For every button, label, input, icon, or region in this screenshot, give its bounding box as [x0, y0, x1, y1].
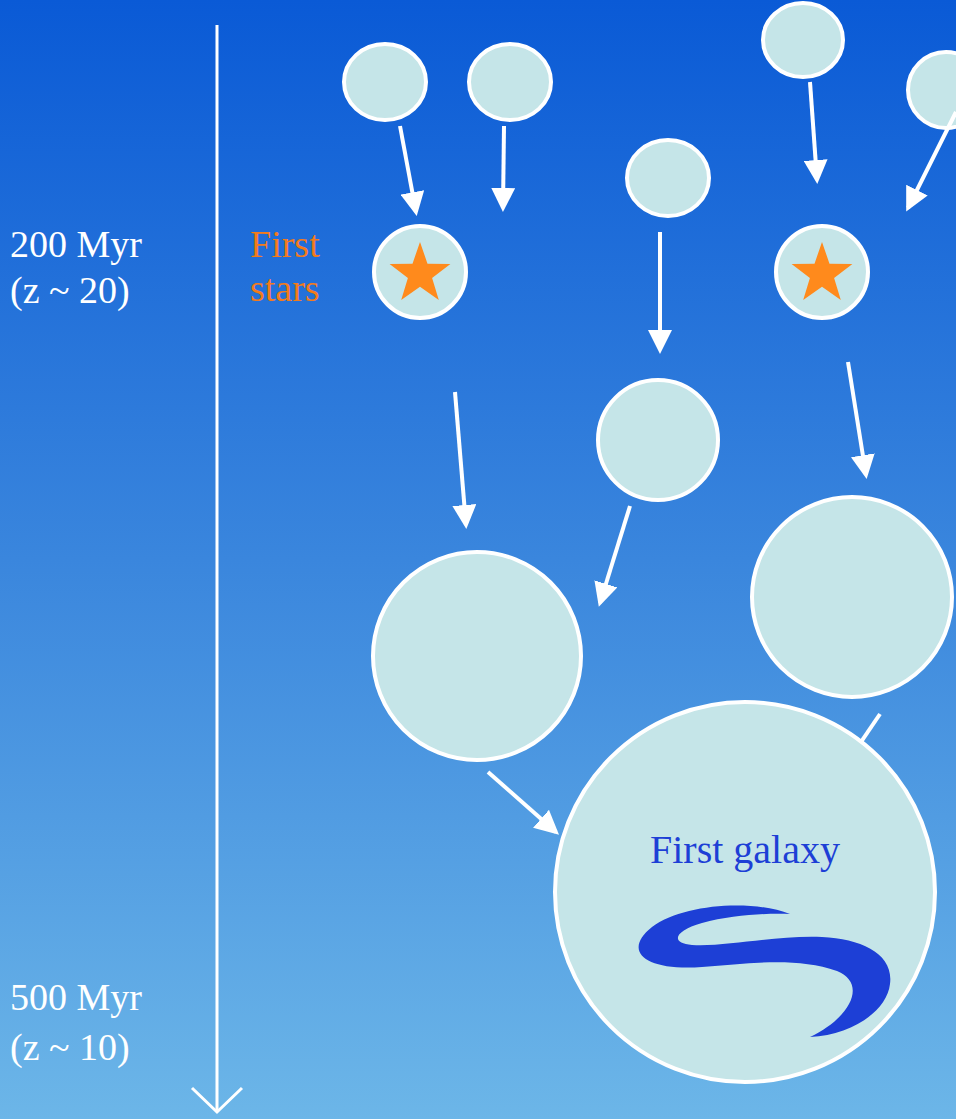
halo — [776, 226, 868, 318]
time-axis — [192, 25, 242, 1112]
halo — [763, 3, 843, 77]
time-label: (z ~ 20) — [10, 268, 130, 312]
time-label: 200 Myr — [10, 222, 142, 266]
first-star — [390, 242, 451, 300]
star-group — [390, 242, 853, 300]
halo — [374, 226, 466, 318]
halo — [469, 44, 551, 120]
halo — [373, 552, 581, 760]
halo — [752, 497, 952, 697]
first-star — [792, 242, 853, 300]
time-label: 500 Myr — [10, 975, 142, 1019]
halo — [627, 140, 709, 216]
node-title: First galaxy — [552, 827, 938, 873]
time-label: (z ~ 10) — [10, 1025, 130, 1069]
galaxy-spiral — [639, 905, 891, 1037]
galaxy-halo: First galaxy — [552, 699, 938, 1085]
halo-outline — [552, 699, 938, 1085]
stage-label: First stars — [250, 222, 365, 310]
halo — [598, 380, 718, 500]
halo — [344, 44, 426, 120]
halo — [908, 52, 956, 128]
halo-group — [344, 3, 956, 760]
